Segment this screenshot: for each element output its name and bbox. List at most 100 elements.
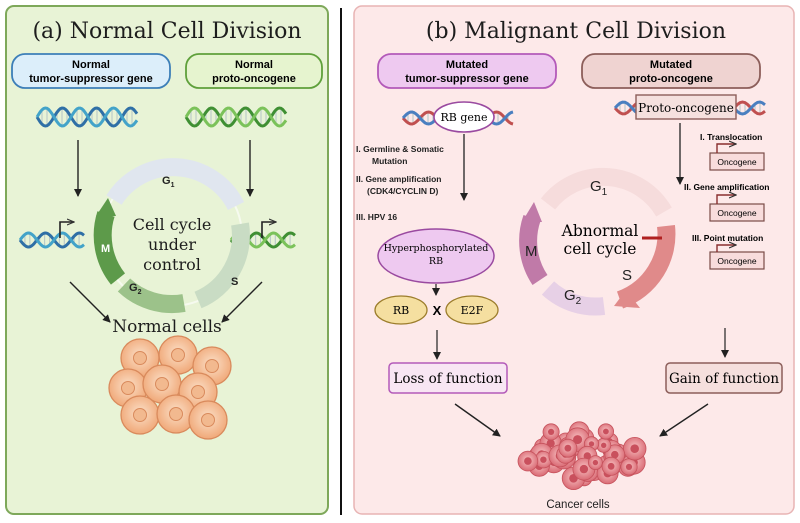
oncogene-label: Oncogene — [717, 157, 756, 167]
dna-strand — [18, 231, 85, 249]
cycle-g2-arc — [117, 278, 186, 314]
cell-nucleus-icon — [133, 351, 147, 365]
cell-nucleus-icon — [607, 462, 615, 470]
mechanism-text: II. Gene amplification — [356, 174, 442, 184]
cell-nucleus-icon — [155, 377, 169, 391]
cycle-g1-arc — [540, 167, 672, 217]
oncogene-label: Oncogene — [717, 256, 756, 266]
cycle-s-label: S — [231, 276, 238, 288]
oncogene-box — [709, 152, 765, 171]
loss-of-function-label: Loss of function — [393, 371, 502, 387]
arrow — [221, 281, 263, 323]
cell-nucleus-icon — [630, 444, 639, 454]
normal-tsg-label-2: tumor-suppressor gene — [29, 73, 152, 85]
proto-oncogene-box — [635, 94, 737, 120]
normal-proto-box — [185, 53, 323, 89]
cell-nucleus-icon — [540, 456, 547, 463]
cycle-center-line2: under — [148, 235, 196, 254]
mechanism-text: III. HPV 16 — [356, 212, 397, 222]
mechanism-text: Mutation — [372, 156, 407, 166]
cycle-m-label: M — [101, 243, 110, 255]
normal-tsg-box — [11, 53, 171, 89]
e2f-label: E2F — [461, 304, 484, 317]
mechanism-text: I. Germline & Somatic — [356, 144, 444, 154]
dna-strand — [18, 231, 85, 249]
mechanism-text: (CDK4/CYCLIN D) — [367, 186, 438, 196]
cycle-center-line3: control — [143, 255, 201, 274]
cycle-arrowhead-icon — [522, 202, 542, 222]
cycle-g1-label: G1 — [590, 178, 608, 198]
cycle-center-line1: Abnormal — [561, 222, 639, 240]
cycle-s-label: S — [622, 267, 632, 284]
cycle-g2-arc — [541, 281, 606, 316]
arrow — [454, 403, 501, 437]
promoter-arrow-icon — [716, 144, 736, 153]
cell-nucleus-icon — [603, 428, 609, 435]
cell-nucleus-icon — [625, 463, 633, 470]
dna-strand — [35, 106, 139, 128]
proto-oncogene-label: Proto-oncogene — [638, 101, 734, 115]
cycle-center-line1: Cell cycle — [133, 215, 212, 234]
cycle-m-label: M — [525, 243, 538, 260]
cell-nucleus-icon — [601, 442, 607, 448]
mechanism-text: I. Translocation — [700, 132, 762, 142]
normal-cells-label: Normal cells — [112, 317, 222, 337]
cell-nucleus-icon — [201, 413, 215, 427]
mutated-proto-box — [581, 53, 761, 89]
cell-nucleus-icon — [524, 457, 532, 465]
mechanism-text: II. Gene amplification — [684, 182, 770, 192]
cycle-g2-label: G2 — [564, 287, 582, 307]
cycle-s-arc — [194, 222, 250, 309]
cancer-cells-cluster — [517, 421, 647, 491]
cell-nucleus-icon — [579, 464, 589, 474]
cycle-arrowhead-icon — [96, 198, 116, 216]
promoter-arrow-icon — [261, 222, 276, 238]
hyper-label-1: Hyperphosphorylated — [384, 243, 489, 254]
rb-gene-label: RB gene — [440, 111, 487, 124]
mutated-tsg-label-2: tumor-suppressor gene — [405, 73, 528, 85]
cell-nucleus-icon — [611, 450, 619, 459]
cell-nucleus-icon — [121, 381, 135, 395]
panel-b-title: (b) Malignant Cell Division — [426, 19, 726, 44]
cycle-g1-arc — [106, 158, 245, 211]
loss-of-function-box — [388, 362, 508, 394]
arrow — [659, 403, 709, 437]
oncogene-box — [709, 251, 765, 270]
arrow — [69, 281, 111, 323]
cycle-arrowhead-icon — [614, 290, 640, 308]
dna-icon — [18, 231, 85, 249]
promoter-arrow-icon — [716, 245, 736, 252]
cell-nucleus-icon — [205, 359, 219, 373]
cell-nucleus-icon — [592, 459, 599, 466]
e2f-ellipse — [445, 295, 499, 325]
cycle-center-line2: cell cycle — [564, 240, 637, 258]
mutated-proto-label-2: proto-oncogene — [629, 73, 713, 85]
cell-nucleus-icon — [133, 408, 147, 422]
abnormal-cell-cycle: G1 S G2 M Abnormal cell cycle — [519, 167, 676, 316]
cycle-m-arc — [93, 211, 126, 285]
cell-nucleus-icon — [564, 444, 572, 452]
mechanism-text: III. Point mutation — [692, 233, 763, 243]
rb-gene-ellipse — [433, 101, 495, 133]
cell-nucleus-icon — [191, 385, 205, 399]
cell-nucleus-icon — [588, 441, 595, 447]
oncogene-box — [709, 203, 765, 222]
promoter-arrow-icon — [59, 222, 74, 238]
oncogene-label: Oncogene — [717, 208, 756, 218]
gain-of-function-box — [665, 362, 783, 394]
mutated-tsg-label-1: Mutated — [446, 59, 488, 71]
normal-proto-label-1: Normal — [235, 59, 273, 71]
cycle-g2-label: G2 — [129, 282, 142, 296]
x-label: X — [433, 303, 442, 318]
panel-a-title: (a) Normal Cell Division — [32, 19, 301, 44]
dna-icon — [184, 106, 288, 128]
rb-label: RB — [393, 304, 409, 317]
mutated-tsg-box — [377, 53, 557, 89]
cell-nucleus-icon — [169, 407, 183, 421]
cell-nucleus-icon — [573, 435, 583, 445]
hyper-label-2: RB — [429, 256, 443, 267]
panel-a-background — [5, 5, 329, 515]
cycle-g1-label: G1 — [162, 175, 175, 189]
normal-tsg-label-1: Normal — [72, 59, 110, 71]
rb-ellipse — [374, 295, 428, 325]
